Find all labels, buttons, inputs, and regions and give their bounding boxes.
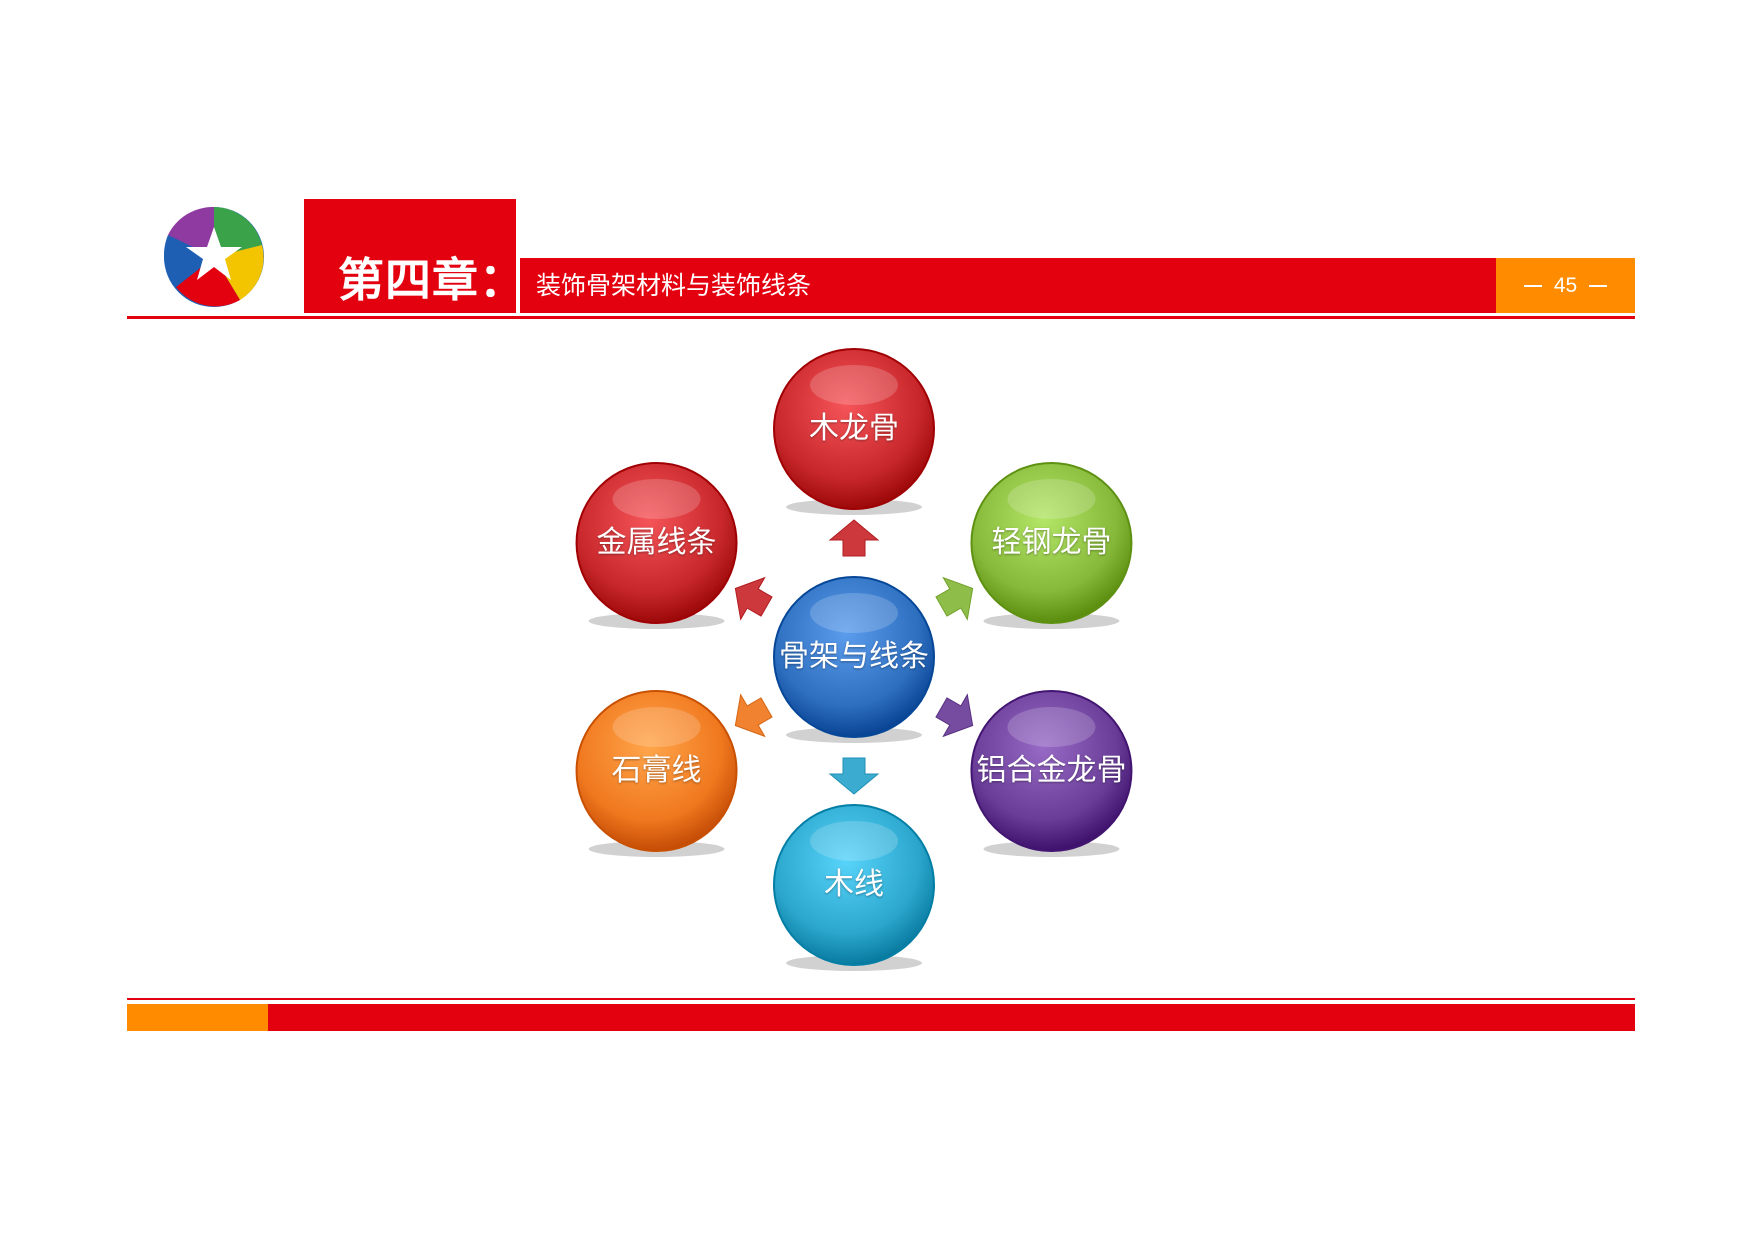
node-center-highlight <box>810 593 898 633</box>
node-jinshu-xiantiao-circle <box>575 462 738 624</box>
arrow-2 <box>935 576 974 621</box>
node-jinshu-xiantiao-highlight <box>612 479 701 519</box>
node-center-label: 骨架与线条 <box>779 639 929 674</box>
chapter-title: 第四章： <box>338 253 526 307</box>
chapter-block <box>304 199 516 313</box>
node-lvhejin-longgu-label: 铝合金龙骨 <box>976 753 1127 788</box>
page-subtitle: 装饰骨架材料与装饰线条 <box>536 271 812 300</box>
node-qinggang-longgu-label: 轻钢龙骨 <box>991 525 1112 560</box>
arrow-1 <box>828 519 880 557</box>
page-number-badge: 45 <box>1496 258 1635 313</box>
node-lvhejin-longgu-highlight <box>1007 707 1096 747</box>
node-shigaoxian-highlight <box>612 707 701 747</box>
header-rule <box>127 316 1635 319</box>
node-shigaoxian-label: 石膏线 <box>611 753 702 788</box>
brand-logo <box>164 206 264 307</box>
footer-rule <box>127 998 1635 1000</box>
node-muxian-highlight <box>810 821 898 861</box>
arrow-3 <box>935 693 974 738</box>
node-lvhejin-longgu-circle <box>970 690 1133 852</box>
node-muxian-circle <box>773 804 935 966</box>
node-qinggang-longgu-highlight <box>1007 479 1096 519</box>
node-mulonggu-label: 木龙骨 <box>809 411 899 446</box>
arrow-4 <box>828 757 880 795</box>
node-muxian-label: 木线 <box>824 867 884 902</box>
arrow-5 <box>734 693 773 738</box>
page-number: 45 <box>1553 273 1578 297</box>
footer-red-bar <box>268 1004 1635 1031</box>
node-mulonggu-highlight <box>810 365 898 405</box>
node-jinshu-xiantiao-label: 金属线条 <box>596 525 717 560</box>
node-shigaoxian-circle <box>575 690 738 852</box>
node-center-circle <box>773 576 935 738</box>
node-qinggang-longgu-circle <box>970 462 1133 624</box>
title-bar <box>520 258 1496 313</box>
node-mulonggu-circle <box>773 348 935 510</box>
footer-orange-bar <box>127 1004 268 1031</box>
arrow-6 <box>734 576 773 621</box>
